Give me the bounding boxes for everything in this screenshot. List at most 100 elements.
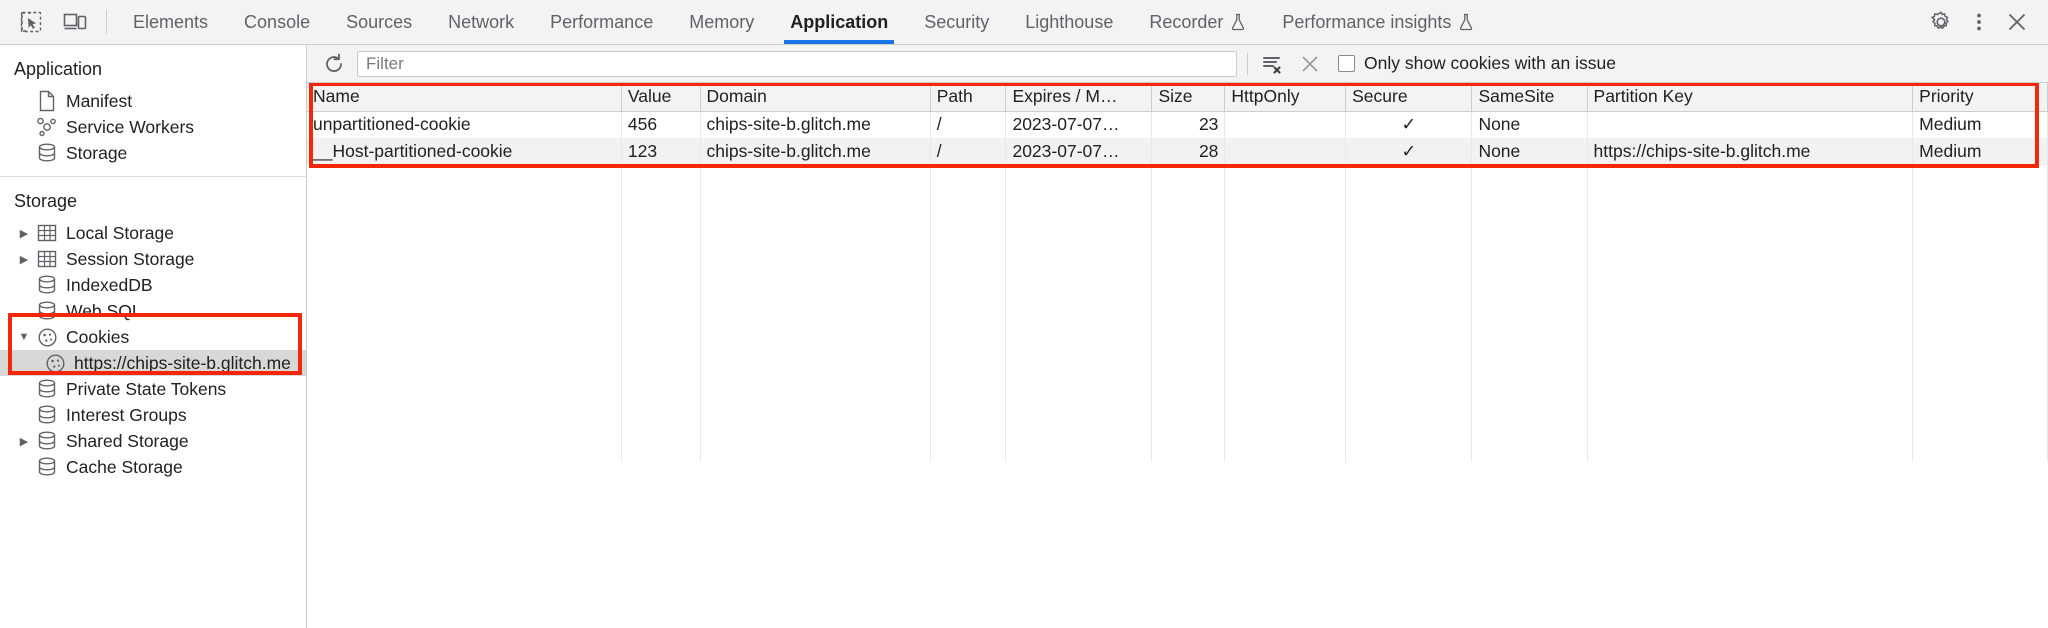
- tab-performance-insights[interactable]: Performance insights: [1264, 0, 1492, 44]
- column-header-domain[interactable]: Domain: [700, 83, 931, 112]
- database-icon: [34, 456, 60, 478]
- toolbar-left-icons: [0, 0, 98, 44]
- cookies-table-wrapper: Name Value Domain Path Expires / M… Size…: [307, 83, 2048, 628]
- cookies-table: Name Value Domain Path Expires / M… Size…: [307, 83, 2048, 462]
- column-header-value[interactable]: Value: [621, 83, 701, 112]
- close-icon[interactable]: [2000, 5, 2034, 39]
- table-empty-row: [307, 246, 2048, 273]
- kebab-menu-icon[interactable]: [1962, 5, 1996, 39]
- tab-label: Elements: [133, 11, 209, 32]
- cell-size: 23: [1151, 111, 1226, 138]
- cell-samesite: None: [1471, 138, 1588, 165]
- chevron-right-icon[interactable]: ▶: [19, 253, 29, 266]
- tab-label: Recorder: [1149, 11, 1224, 32]
- clear-all-cookies-icon[interactable]: [1296, 51, 1324, 77]
- only-show-issues-label: Only show cookies with an issue: [1364, 53, 1616, 73]
- cell-httponly: [1224, 138, 1347, 165]
- gear-icon[interactable]: [1924, 5, 1958, 39]
- column-header-size[interactable]: Size: [1151, 83, 1226, 112]
- cell-path: /: [930, 138, 1007, 165]
- sidebar-divider: [0, 176, 306, 177]
- tab-label: Application: [790, 11, 889, 32]
- column-header-secure[interactable]: Secure: [1345, 83, 1473, 112]
- tab-recorder[interactable]: Recorder: [1131, 0, 1264, 44]
- cookies-panel: Only show cookies with an issue Name Val…: [307, 45, 2048, 628]
- refresh-icon[interactable]: [321, 51, 347, 77]
- storage-tree-group: ▶ Local Storage ▶: [0, 220, 306, 484]
- tab-security[interactable]: Security: [906, 0, 1007, 44]
- sidebar-item-label: Cookies: [66, 326, 130, 347]
- cell-path: /: [930, 111, 1007, 138]
- cookie-icon: [34, 327, 60, 348]
- tab-elements[interactable]: Elements: [115, 0, 226, 44]
- sidebar-item-interest-groups[interactable]: ▶ Interest Groups: [0, 402, 306, 428]
- column-header-priority[interactable]: Priority: [1912, 83, 2048, 112]
- database-icon: [34, 274, 60, 296]
- table-empty-row: [307, 354, 2048, 381]
- sidebar-item-label: https://chips-site-b.glitch.me: [74, 352, 291, 373]
- database-icon: [34, 142, 60, 164]
- device-toolbar-icon[interactable]: [58, 5, 92, 39]
- tab-sources[interactable]: Sources: [328, 0, 430, 44]
- only-show-issues-checkbox[interactable]: [1338, 55, 1355, 72]
- chevron-right-icon[interactable]: ▶: [19, 435, 29, 448]
- tab-memory[interactable]: Memory: [671, 0, 772, 44]
- sidebar-item-label: Private State Tokens: [66, 378, 227, 399]
- cell-expires: 2023-07-07…: [1005, 111, 1153, 138]
- tab-lighthouse[interactable]: Lighthouse: [1007, 0, 1131, 44]
- tab-label: Sources: [346, 11, 413, 32]
- tab-network[interactable]: Network: [430, 0, 532, 44]
- sidebar-item-web-sql[interactable]: ▶ Web SQL: [0, 298, 306, 324]
- sidebar-item-cookies[interactable]: ▼ Cookies: [0, 324, 306, 350]
- filter-input[interactable]: [357, 50, 1237, 77]
- sidebar-item-label: Web SQL: [66, 300, 142, 321]
- sidebar-section-application-title: Application: [14, 59, 103, 79]
- sidebar-item-shared-storage[interactable]: ▶ Shared Storage: [0, 428, 306, 454]
- sidebar-item-label: Storage: [66, 142, 128, 163]
- tab-label: Lighthouse: [1025, 11, 1114, 32]
- sidebar-item-private-state-tokens[interactable]: ▶ Private State Tokens: [0, 376, 306, 402]
- cell-partition-key: https://chips-site-b.glitch.me: [1587, 138, 1914, 165]
- sidebar-item-cookie-origin[interactable]: https://chips-site-b.glitch.me: [0, 350, 306, 376]
- table-row[interactable]: __Host-partitioned-cookie 123 chips-site…: [307, 138, 2048, 165]
- column-header-name[interactable]: Name: [307, 83, 622, 112]
- table-empty-row: [307, 192, 2048, 219]
- table-empty-row: [307, 381, 2048, 408]
- only-show-issues-checkbox-wrapper[interactable]: Only show cookies with an issue: [1338, 53, 1616, 74]
- cell-name: unpartitioned-cookie: [307, 111, 622, 138]
- table-empty-row: [307, 300, 2048, 327]
- table-row[interactable]: unpartitioned-cookie 456 chips-site-b.gl…: [307, 111, 2048, 138]
- column-header-expires[interactable]: Expires / M…: [1005, 83, 1153, 112]
- clear-filtered-cookies-icon[interactable]: [1258, 51, 1286, 77]
- sidebar-item-cache-storage[interactable]: ▶ Cache Storage: [0, 454, 306, 480]
- table-empty-row: [307, 273, 2048, 300]
- toolbar-divider: [106, 10, 107, 34]
- database-icon: [34, 300, 60, 322]
- table-empty-row: [307, 408, 2048, 435]
- column-header-partition-key[interactable]: Partition Key: [1587, 83, 1914, 112]
- sidebar-item-label: IndexedDB: [66, 274, 153, 295]
- toolbar-right-icons: [1899, 0, 2048, 44]
- tab-performance[interactable]: Performance: [532, 0, 671, 44]
- tab-label: Security: [924, 11, 990, 32]
- cell-value: 123: [621, 138, 701, 165]
- table-empty-row: [307, 165, 2048, 192]
- inspect-element-icon[interactable]: [14, 5, 48, 39]
- chevron-down-icon[interactable]: ▼: [18, 331, 30, 343]
- sidebar-item-label: Local Storage: [66, 222, 174, 243]
- sidebar-item-indexeddb[interactable]: ▶ IndexedDB: [0, 272, 306, 298]
- tab-application[interactable]: Application: [772, 0, 906, 44]
- sidebar-item-service-workers[interactable]: ▶ Service Workers: [0, 114, 306, 140]
- column-header-path[interactable]: Path: [930, 83, 1007, 112]
- sidebar-item-storage[interactable]: ▶ Storage: [0, 140, 306, 166]
- chevron-right-icon[interactable]: ▶: [19, 227, 29, 240]
- column-header-httponly[interactable]: HttpOnly: [1224, 83, 1347, 112]
- table-empty-row: [307, 219, 2048, 246]
- cookies-table-body: unpartitioned-cookie 456 chips-site-b.gl…: [307, 111, 2048, 462]
- column-header-samesite[interactable]: SameSite: [1471, 83, 1588, 112]
- tab-console[interactable]: Console: [226, 0, 328, 44]
- sidebar-item-manifest[interactable]: ▶ Manifest: [0, 88, 306, 114]
- sidebar-item-local-storage[interactable]: ▶ Local Storage: [0, 220, 306, 246]
- sidebar-item-session-storage[interactable]: ▶ Session Storage: [0, 246, 306, 272]
